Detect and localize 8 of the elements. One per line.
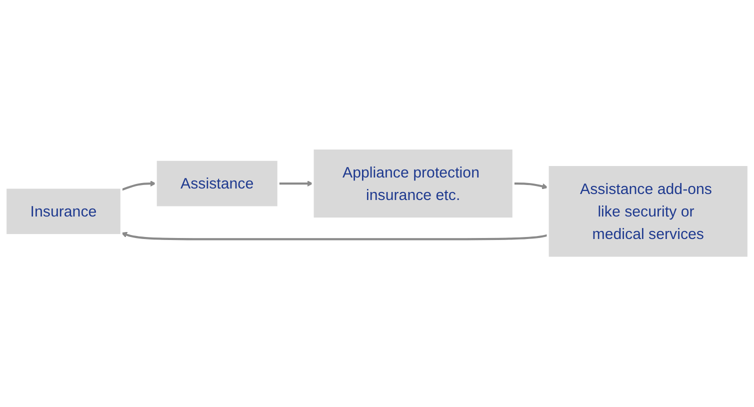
arrow [513,182,548,190]
arrow [121,180,156,192]
arrow [121,232,548,241]
node-box: Assistance add-ons like security or medical services [546,164,750,260]
node-box: Appliance protection insurance etc. [312,148,514,220]
arrow [278,180,314,187]
node-box: Insurance [4,187,122,236]
node-box: Assistance [154,159,280,209]
